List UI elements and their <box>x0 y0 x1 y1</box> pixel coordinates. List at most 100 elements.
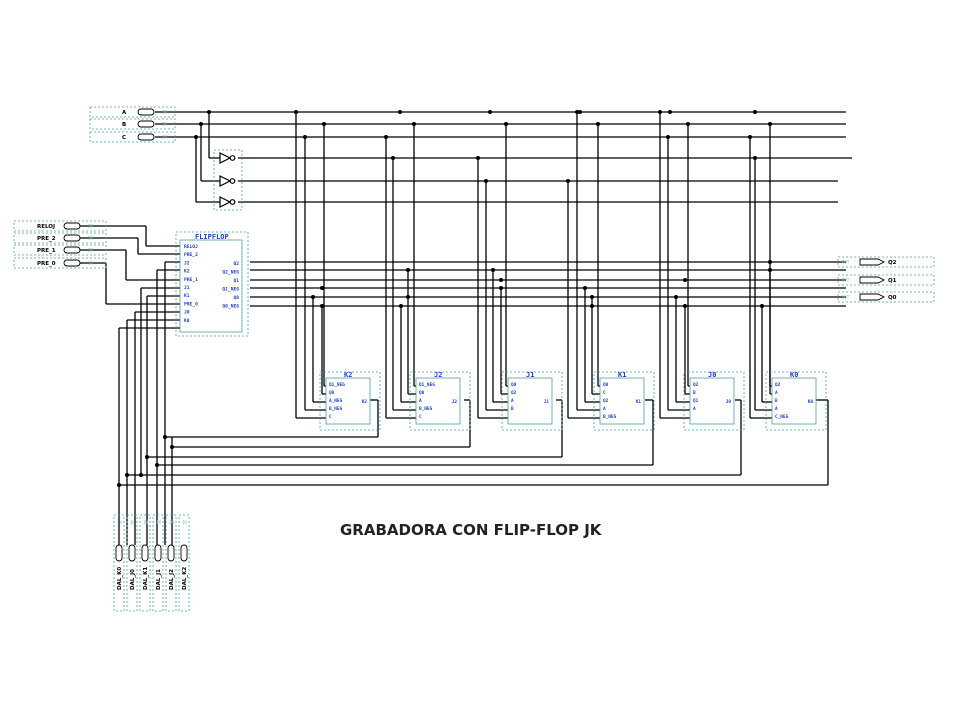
logic-block-pin: Q0 <box>419 390 425 396</box>
input-pin-b[interactable]: B IN <box>89 118 176 130</box>
svg-text:OUT: OUT <box>842 260 850 265</box>
svg-text:IN: IN <box>88 248 93 253</box>
logic-block-pin: A <box>693 406 696 412</box>
output-pin-q2[interactable]: OUT Q2 <box>837 256 935 268</box>
logic-block-pin: A <box>603 406 606 412</box>
svg-text:IN: IN <box>162 135 167 140</box>
logic-block-output-pin: K0 <box>808 399 814 405</box>
svg-text:IN: IN <box>182 520 187 525</box>
input-pin-pre-1[interactable]: PRE_1 IN <box>13 244 107 256</box>
flipflop-pin-left: PRE_1 <box>184 277 198 283</box>
flipflop-pin-right: Q2_NEG <box>222 270 239 276</box>
inverter-gates <box>213 149 243 211</box>
input-pin-label: PRE_2 <box>37 236 56 242</box>
output-pin-label: Q0 <box>888 295 897 301</box>
svg-text:IN: IN <box>156 520 161 525</box>
flipflop-pin-left: J0 <box>184 310 190 316</box>
logic-block-pin: Q2 <box>693 382 699 388</box>
logic-block-title: J2 <box>434 371 442 379</box>
logic-block-pin: Q1_NEG <box>329 382 345 388</box>
logic-block-output-pin: J1 <box>544 399 550 405</box>
input-pin-c[interactable]: C IN <box>89 131 176 143</box>
logic-block-pin: B_NEG <box>419 406 433 412</box>
flipflop-pin-right: Q2 <box>233 261 239 267</box>
input-pin-label: A <box>122 110 127 116</box>
logic-block-pin: Q1_NEG <box>419 382 435 388</box>
logic-block-output-pin: J2 <box>452 399 458 405</box>
flipflop-pin-left: J2 <box>184 260 190 266</box>
logic-block-pin: A <box>775 406 778 412</box>
output-pin-label: Q2 <box>888 260 897 266</box>
svg-text:IN: IN <box>162 122 167 127</box>
logic-block-pin: Q2 <box>511 390 517 396</box>
logic-block-pin: A_NEG <box>329 398 343 404</box>
junction-dots <box>117 110 772 487</box>
logic-block-title: K1 <box>618 371 626 379</box>
input-pin-label: C <box>122 135 126 141</box>
svg-text:IN: IN <box>169 520 174 525</box>
input-pin-label: PRE_1 <box>37 248 56 254</box>
logic-block-title: J0 <box>708 371 716 379</box>
logic-block-pin: C <box>329 414 332 420</box>
flipflop-pins: RELOJPRE_2J2K2PRE_1J1K1PRE_0J0K0Q2Q2_NEG… <box>184 244 239 324</box>
top-bus <box>155 111 852 203</box>
flipflop-pin-right: Q0 <box>233 295 239 301</box>
input-pin-label: DAL_J1 <box>156 569 162 590</box>
flipflop-pin-left: K2 <box>184 269 190 275</box>
logic-block-pin: Q0 <box>603 382 609 388</box>
input-pin-dal-j2[interactable]: IN DAL_J2 <box>165 514 177 612</box>
flipflop-title: FLIPFLOP <box>195 233 229 241</box>
flipflop-block[interactable]: FLIPFLOP RELOJPRE_2J2K2PRE_1J1K1PRE_0J0K… <box>175 231 249 337</box>
logic-block-title: K2 <box>344 371 352 379</box>
logic-block-output-pin: K2 <box>362 399 368 405</box>
flipflop-pin-left: PRE_0 <box>184 301 198 307</box>
input-pin-label: DAL_J2 <box>169 569 175 590</box>
logic-block-pin: A <box>511 398 514 404</box>
logic-block-pin: C <box>419 414 422 420</box>
flipflop-pin-right: Q1_NEG <box>222 287 239 293</box>
logic-block-pin: Q2 <box>603 398 609 404</box>
input-pin-label: DAL_K1 <box>143 567 149 590</box>
logic-block-output-pin: K1 <box>636 399 642 405</box>
input-pin-label: B <box>122 122 126 128</box>
output-pin-label: Q1 <box>888 278 897 284</box>
flipflop-pin-left: J1 <box>184 285 190 291</box>
logic-block-pin: B <box>693 390 696 396</box>
page-title: GRABADORA CON FLIP-FLOP JK <box>340 521 603 539</box>
svg-text:IN: IN <box>88 224 93 229</box>
input-pin-dal-j1[interactable]: IN DAL_J1 <box>152 514 164 612</box>
input-pin-label: DAL_K0 <box>117 567 123 590</box>
return-wires <box>118 261 829 545</box>
logic-block-pin: C <box>603 390 606 396</box>
logic-block-pin: C_NEG <box>775 414 789 420</box>
logic-block-pin: Q0 <box>329 390 335 396</box>
logic-block-pin: A <box>419 398 422 404</box>
svg-text:IN: IN <box>88 261 93 266</box>
flipflop-pin-right: Q1 <box>233 278 239 284</box>
logic-block-pin: B_NEG <box>603 414 617 420</box>
left-input-wires <box>80 225 182 305</box>
logic-block-pin: B_NEG <box>329 406 343 412</box>
logic-block-pin: Q2 <box>775 382 781 388</box>
logic-block-pin: Q0 <box>511 382 517 388</box>
bottom-input-pins: INDAL_K0INDAL_J0INDAL_K1INDAL_J1INDAL_J2… <box>113 514 190 612</box>
